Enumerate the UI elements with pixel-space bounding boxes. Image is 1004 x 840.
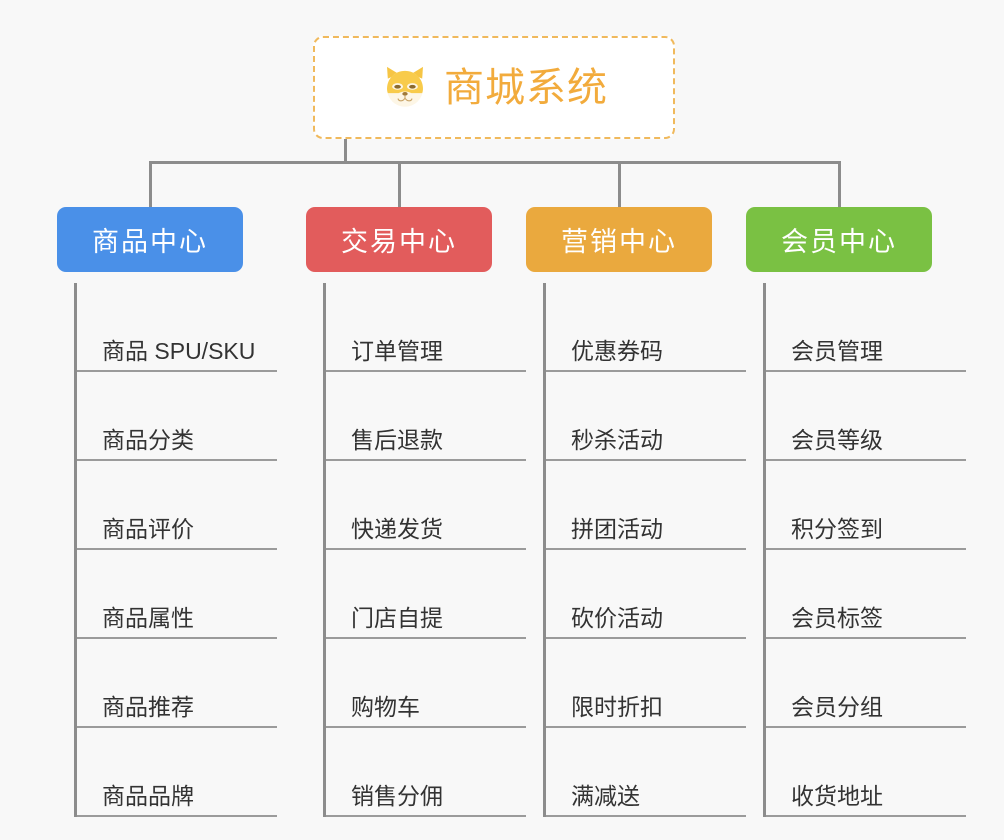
leaf-item[interactable]: 商品分类 xyxy=(77,372,277,461)
leaf-item[interactable]: 满减送 xyxy=(546,728,746,817)
leaf-item[interactable]: 会员管理 xyxy=(766,283,966,372)
connector-horizontal-bus xyxy=(149,161,840,164)
category-column-member-center: 会员中心 会员管理 会员等级 积分签到 会员标签 会员分组 收货地址 xyxy=(746,207,966,817)
leaf-label: 商品推荐 xyxy=(102,694,194,720)
leaf-item[interactable]: 限时折扣 xyxy=(546,639,746,728)
leaf-label: 商品评价 xyxy=(102,516,194,542)
leaf-item[interactable]: 会员分组 xyxy=(766,639,966,728)
leaf-item[interactable]: 销售分佣 xyxy=(326,728,526,817)
category-box-marketing-center[interactable]: 营销中心 xyxy=(526,207,712,272)
leaf-label: 商品品牌 xyxy=(102,783,194,809)
leaf-item[interactable]: 秒杀活动 xyxy=(546,372,746,461)
leaf-label: 秒杀活动 xyxy=(571,427,663,453)
spine-line xyxy=(763,283,766,817)
leaf-item[interactable]: 商品推荐 xyxy=(77,639,277,728)
category-column-product-center: 商品中心 商品 SPU/SKU 商品分类 商品评价 商品属性 商品推荐 商品品牌 xyxy=(57,207,277,817)
leaf-label: 会员等级 xyxy=(791,427,883,453)
leaf-item[interactable]: 收货地址 xyxy=(766,728,966,817)
leaf-item[interactable]: 购物车 xyxy=(326,639,526,728)
leaf-item[interactable]: 售后退款 xyxy=(326,372,526,461)
leaf-label: 限时折扣 xyxy=(571,694,663,720)
leaf-item[interactable]: 商品 SPU/SKU xyxy=(77,283,277,372)
leaf-label: 会员分组 xyxy=(791,694,883,720)
category-box-member-center[interactable]: 会员中心 xyxy=(746,207,932,272)
category-label: 会员中心 xyxy=(781,227,897,257)
leaf-label: 积分签到 xyxy=(791,516,883,542)
connector-drop-product-center xyxy=(149,161,152,207)
category-box-product-center[interactable]: 商品中心 xyxy=(57,207,243,272)
leaf-item[interactable]: 门店自提 xyxy=(326,550,526,639)
leaf-list-trade-center: 订单管理 售后退款 快递发货 门店自提 购物车 销售分佣 xyxy=(306,283,526,817)
connector-drop-marketing-center xyxy=(618,161,621,207)
leaf-label: 快递发货 xyxy=(351,516,443,542)
leaf-item[interactable]: 优惠券码 xyxy=(546,283,746,372)
root-title: 商城系统 xyxy=(444,65,608,110)
leaf-list-product-center: 商品 SPU/SKU 商品分类 商品评价 商品属性 商品推荐 商品品牌 xyxy=(57,283,277,817)
leaf-label: 砍价活动 xyxy=(571,605,663,631)
leaf-item[interactable]: 会员等级 xyxy=(766,372,966,461)
leaf-item[interactable]: 拼团活动 xyxy=(546,461,746,550)
root-node[interactable]: 商城系统 xyxy=(313,36,675,139)
leaf-item[interactable]: 快递发货 xyxy=(326,461,526,550)
category-column-trade-center: 交易中心 订单管理 售后退款 快递发货 门店自提 购物车 销售分佣 xyxy=(306,207,526,817)
connector-drop-member-center xyxy=(838,161,841,207)
leaf-label: 满减送 xyxy=(571,783,640,809)
leaf-label: 订单管理 xyxy=(351,338,443,364)
leaf-label: 会员管理 xyxy=(791,338,883,364)
leaf-item[interactable]: 订单管理 xyxy=(326,283,526,372)
category-box-trade-center[interactable]: 交易中心 xyxy=(306,207,492,272)
leaf-label: 会员标签 xyxy=(791,605,883,631)
leaf-item[interactable]: 砍价活动 xyxy=(546,550,746,639)
leaf-label: 商品分类 xyxy=(102,427,194,453)
connector-drop-trade-center xyxy=(398,161,401,207)
spine-line xyxy=(543,283,546,817)
leaf-item[interactable]: 商品属性 xyxy=(77,550,277,639)
leaf-list-member-center: 会员管理 会员等级 积分签到 会员标签 会员分组 收货地址 xyxy=(746,283,966,817)
leaf-item[interactable]: 积分签到 xyxy=(766,461,966,550)
category-label: 商品中心 xyxy=(92,227,208,257)
leaf-item[interactable]: 会员标签 xyxy=(766,550,966,639)
leaf-label: 优惠券码 xyxy=(571,338,663,364)
leaf-label: 商品属性 xyxy=(102,605,194,631)
leaf-label: 商品 SPU/SKU xyxy=(102,338,256,364)
spine-line xyxy=(74,283,77,817)
leaf-label: 销售分佣 xyxy=(351,783,443,809)
leaf-list-marketing-center: 优惠券码 秒杀活动 拼团活动 砍价活动 限时折扣 满减送 xyxy=(526,283,746,817)
leaf-label: 收货地址 xyxy=(791,783,883,809)
category-label: 营销中心 xyxy=(561,227,677,257)
leaf-label: 购物车 xyxy=(351,694,420,720)
leaf-label: 拼团活动 xyxy=(571,516,663,542)
leaf-item[interactable]: 商品评价 xyxy=(77,461,277,550)
shiba-dog-emoji xyxy=(387,66,423,107)
leaf-item[interactable]: 商品品牌 xyxy=(77,728,277,817)
spine-line xyxy=(323,283,326,817)
leaf-label: 售后退款 xyxy=(351,427,443,453)
connector-root-stem xyxy=(344,139,347,163)
leaf-label: 门店自提 xyxy=(351,605,443,631)
category-column-marketing-center: 营销中心 优惠券码 秒杀活动 拼团活动 砍价活动 限时折扣 满减送 xyxy=(526,207,746,817)
category-label: 交易中心 xyxy=(341,227,457,257)
